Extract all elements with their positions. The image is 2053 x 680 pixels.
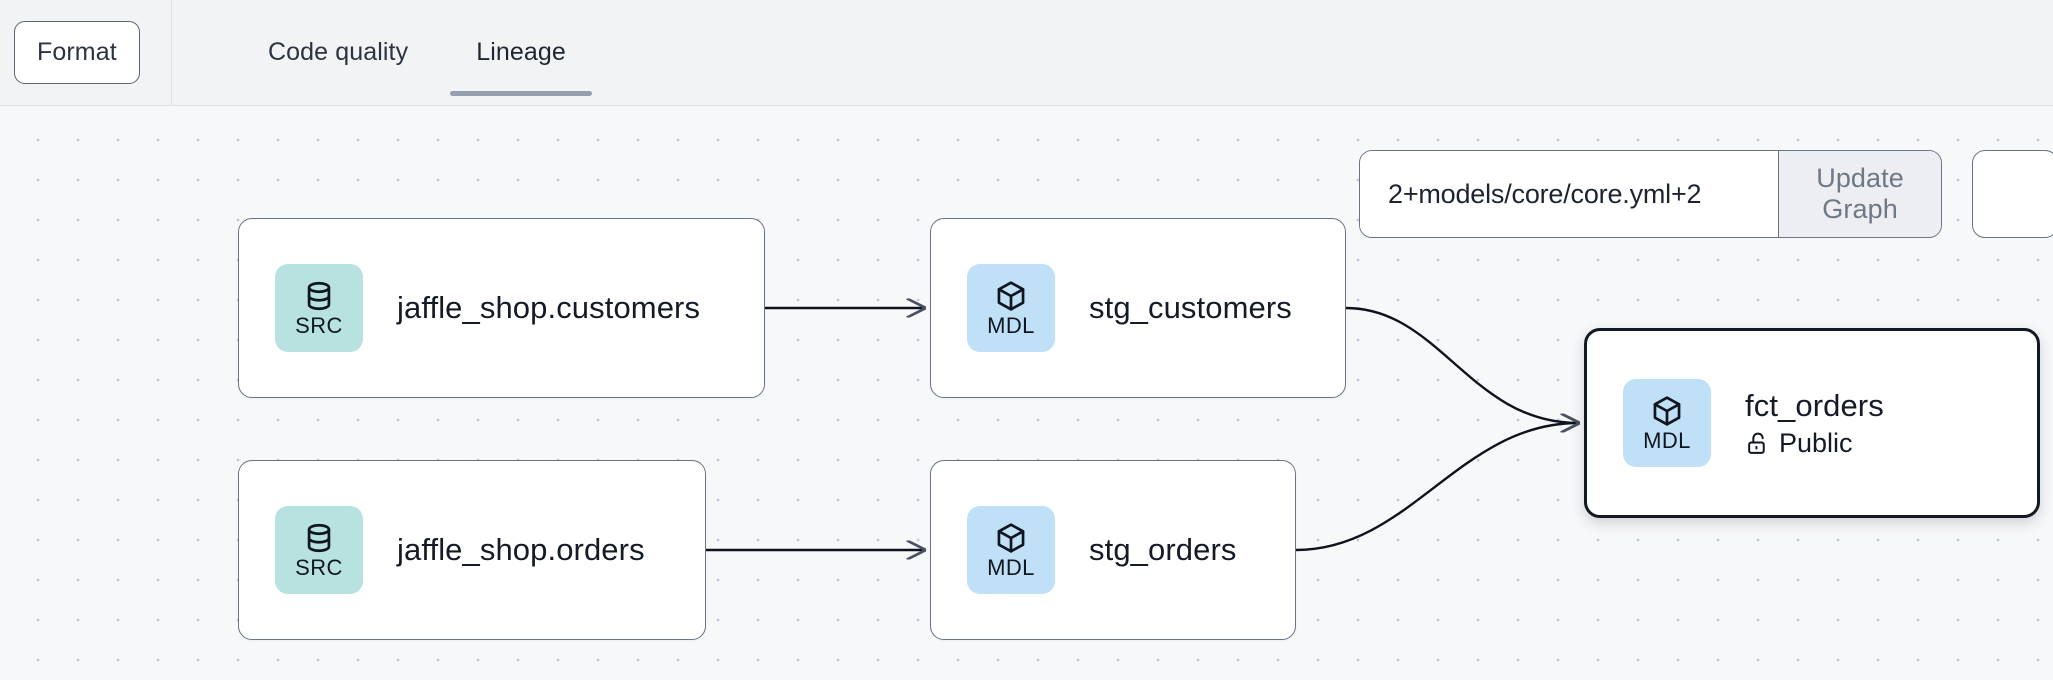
node-kind-badge-mdl: MDL [967, 264, 1055, 352]
lineage-node-stg-orders[interactable]: MDL stg_orders [930, 460, 1296, 640]
node-kind-badge-mdl: MDL [967, 506, 1055, 594]
node-text-block: jaffle_shop.customers [397, 290, 700, 326]
lineage-node-fct-orders[interactable]: MDL fct_orders Public [1584, 328, 2040, 518]
node-access-row: Public [1745, 428, 1884, 459]
node-kind-label: MDL [987, 555, 1035, 580]
edge-stg-customers-to-fct-orders [1345, 306, 1578, 423]
graph-settings-control[interactable] [1972, 150, 2053, 238]
database-icon [302, 521, 336, 555]
node-title: jaffle_shop.customers [397, 290, 701, 325]
selector-group: Update Graph [1359, 150, 1943, 238]
node-kind-badge-src: SRC [275, 506, 363, 594]
format-button-zone: Format [0, 0, 172, 106]
lineage-node-src-customers[interactable]: SRC jaffle_shop.customers [238, 218, 765, 398]
node-text-block: fct_orders Public [1745, 388, 1884, 459]
edge-stg-orders-to-fct-orders [1295, 423, 1578, 552]
tab-code-quality[interactable]: Code quality [234, 0, 442, 106]
node-text-block: stg_orders [1089, 532, 1236, 568]
node-kind-label: SRC [295, 555, 343, 580]
database-icon [302, 279, 336, 313]
node-text-block: stg_customers [1089, 290, 1292, 326]
cube-icon [994, 521, 1028, 555]
node-title: fct_orders [1745, 387, 1884, 423]
lineage-node-src-orders[interactable]: SRC jaffle_shop.orders [238, 460, 706, 640]
tab-lineage-label: Lineage [476, 38, 566, 66]
node-title: jaffle_shop.orders [397, 532, 645, 567]
node-kind-label: SRC [295, 313, 343, 338]
node-access-label: Public [1779, 427, 1853, 458]
tab-code-quality-label: Code quality [268, 38, 409, 66]
cube-icon [1650, 394, 1684, 428]
node-title: stg_orders [1089, 532, 1237, 567]
lineage-node-stg-customers[interactable]: MDL stg_customers [930, 218, 1346, 398]
node-kind-label: MDL [987, 313, 1035, 338]
node-kind-badge-mdl: MDL [1623, 379, 1711, 467]
editor-toolbar: Format Code quality Lineage [0, 0, 2053, 106]
dbt-selector-input[interactable] [1360, 151, 1778, 237]
node-text-block: jaffle_shop.orders [397, 532, 645, 568]
unlock-icon [1745, 431, 1770, 456]
node-kind-badge-src: SRC [275, 264, 363, 352]
tab-lineage[interactable]: Lineage [442, 0, 600, 106]
lineage-canvas[interactable]: SRC jaffle_shop.customers MDL stg_custo [0, 106, 2053, 680]
format-button[interactable]: Format [14, 21, 140, 84]
node-title: stg_customers [1089, 290, 1292, 325]
graph-controls: Update Graph [1359, 150, 2053, 238]
node-kind-label: MDL [1643, 428, 1691, 453]
tab-bar: Code quality Lineage [172, 0, 600, 106]
cube-icon [994, 279, 1028, 313]
update-graph-button[interactable]: Update Graph [1778, 151, 1942, 237]
